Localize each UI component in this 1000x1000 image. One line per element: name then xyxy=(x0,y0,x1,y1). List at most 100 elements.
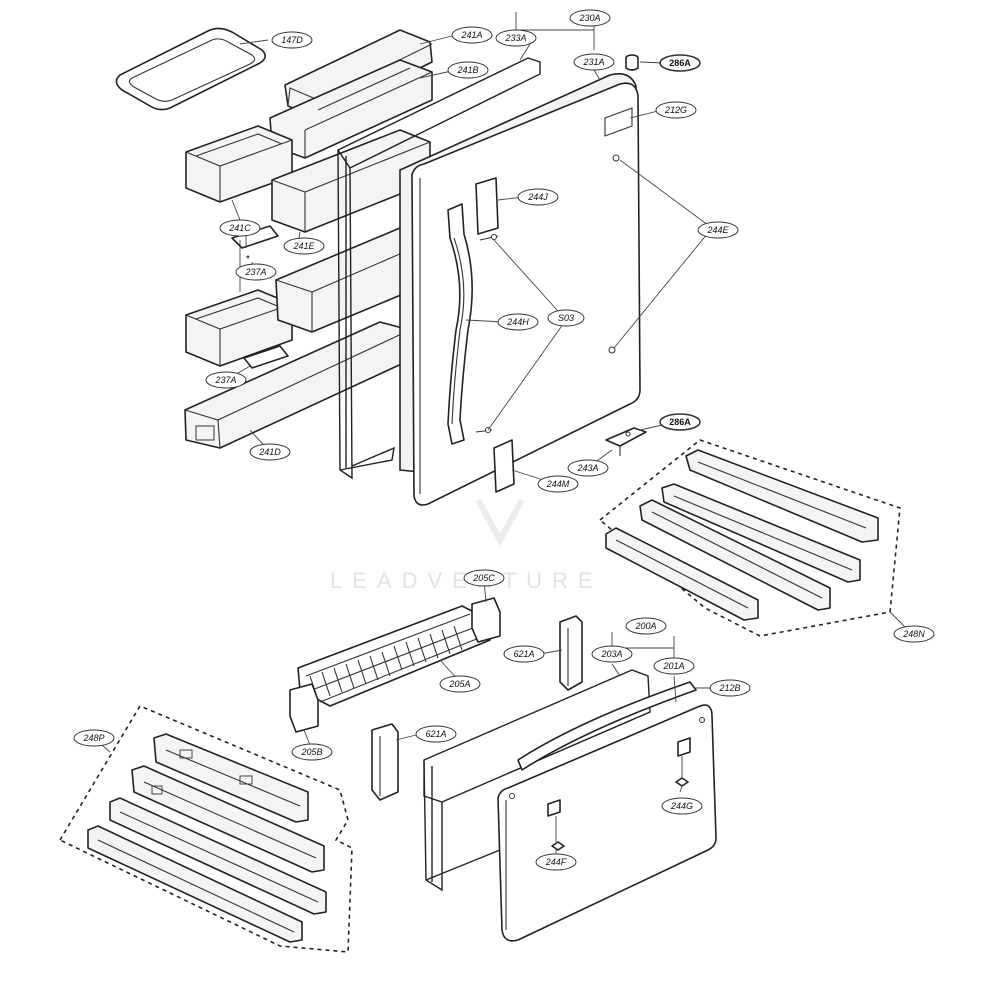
part-147D-cover xyxy=(115,27,266,111)
svg-text:241B: 241B xyxy=(456,65,478,75)
part-door-front xyxy=(411,82,641,506)
part-248P-rail-1 xyxy=(153,733,309,823)
watermark-text: LEADVENTURE xyxy=(330,568,603,593)
label-233A: 233A xyxy=(495,29,537,47)
part-621A-bracket-upper xyxy=(559,615,583,691)
svg-text:212B: 212B xyxy=(718,683,740,693)
svg-text:286A: 286A xyxy=(669,58,691,68)
label-244J: 244J xyxy=(517,188,559,206)
label-286A-mid: 286A xyxy=(659,413,701,431)
svg-text:248P: 248P xyxy=(82,733,104,743)
label-241C: 241C xyxy=(219,219,261,237)
part-244J-handle-cap xyxy=(475,177,499,235)
part-S03-screw-upper xyxy=(479,234,499,241)
part-248P-rail-3 xyxy=(109,797,327,915)
group-248P-outline xyxy=(58,704,353,953)
part-248N-rail-1 xyxy=(685,449,879,543)
leader-lines xyxy=(95,12,911,860)
watermark-logo xyxy=(475,498,525,547)
label-201A: 201A xyxy=(653,657,695,675)
label-621A-bottom: 621A xyxy=(415,725,457,743)
label-248P: 248P xyxy=(73,729,115,747)
svg-text:231A: 231A xyxy=(582,57,604,67)
label-244F: 244F xyxy=(535,853,577,871)
part-244H-handle xyxy=(447,203,473,445)
part-248P-rail-4 xyxy=(87,825,303,943)
part-205C-end-cap xyxy=(471,597,501,643)
label-203A: 203A xyxy=(591,645,633,663)
svg-text:147D: 147D xyxy=(281,35,303,45)
svg-text:S03: S03 xyxy=(558,313,574,323)
part-241C-bin-upper xyxy=(185,125,293,203)
label-212B: 212B xyxy=(709,679,751,697)
label-248N: 248N xyxy=(893,625,935,643)
label-S03: S03 xyxy=(547,309,585,327)
svg-text:*: * xyxy=(246,254,250,265)
label-147D: 147D xyxy=(271,31,313,49)
svg-text:237A: 237A xyxy=(214,375,236,385)
label-241D: 241D xyxy=(249,443,291,461)
part-621A-bracket-lower xyxy=(371,723,399,801)
label-621A-top: 621A xyxy=(503,645,545,663)
part-248N-rail-2 xyxy=(661,483,861,583)
svg-text:230A: 230A xyxy=(578,13,600,23)
svg-text:244J: 244J xyxy=(527,192,548,202)
label-244G: 244G xyxy=(661,797,703,815)
label-237A-bottom: 237A xyxy=(205,371,247,389)
label-237A-top: 237A xyxy=(235,263,277,281)
part-205A-wire-basket xyxy=(297,605,491,707)
part-241C-bin-lower xyxy=(185,289,293,367)
label-244H: 244H xyxy=(497,313,539,331)
part-203A-gasket xyxy=(423,669,651,892)
svg-text:241A: 241A xyxy=(460,30,482,40)
label-244E: 244E xyxy=(697,221,739,239)
part-243A-hinge xyxy=(605,427,647,456)
label-212G: 212G xyxy=(655,101,697,119)
label-241B: 241B xyxy=(447,61,489,79)
part-205B-end-cap xyxy=(289,683,319,733)
svg-text:243A: 243A xyxy=(576,463,598,473)
svg-text:244E: 244E xyxy=(706,225,729,235)
label-205A: 205A xyxy=(439,675,481,693)
part-248P-rail-2 xyxy=(131,765,325,873)
svg-text:212G: 212G xyxy=(664,105,687,115)
part-244G-clip xyxy=(675,777,689,787)
label-243A: 243A xyxy=(567,459,609,477)
svg-text:201A: 201A xyxy=(662,661,684,671)
part-248N-rail-3 xyxy=(639,499,831,611)
svg-text:233A: 233A xyxy=(504,33,526,43)
svg-text:203A: 203A xyxy=(600,649,622,659)
label-205C: 205C xyxy=(463,569,505,587)
svg-text:244G: 244G xyxy=(670,801,693,811)
part-248N-rail-4 xyxy=(605,527,759,621)
svg-text:241D: 241D xyxy=(258,447,281,457)
svg-text:248N: 248N xyxy=(902,629,925,639)
part-244M-handle-cap xyxy=(493,439,515,493)
label-205B: 205B xyxy=(291,743,333,761)
label-241A: 241A xyxy=(451,26,493,44)
label-231A: 231A xyxy=(573,53,615,71)
part-201A-drawer-front xyxy=(497,704,717,942)
part-286A-bushing xyxy=(625,54,639,71)
svg-text:241E: 241E xyxy=(292,241,315,251)
svg-text:205C: 205C xyxy=(472,573,495,583)
label-286A-top: 286A xyxy=(659,54,701,72)
label-230A: 230A xyxy=(569,9,611,27)
svg-text:244F: 244F xyxy=(545,857,567,867)
svg-text:286A: 286A xyxy=(669,417,691,427)
part-212B-handle xyxy=(517,681,697,771)
label-244M: 244M xyxy=(537,475,579,493)
svg-text:205B: 205B xyxy=(300,747,322,757)
svg-text:621A: 621A xyxy=(425,729,446,739)
svg-text:205A: 205A xyxy=(448,679,470,689)
part-233A-gasket xyxy=(336,57,541,480)
svg-text:237A: 237A xyxy=(244,267,266,277)
svg-text:621A: 621A xyxy=(513,649,534,659)
label-200A: 200A xyxy=(625,617,667,635)
svg-text:244M: 244M xyxy=(546,479,570,489)
svg-text:241C: 241C xyxy=(228,223,251,233)
svg-text:200A: 200A xyxy=(634,621,656,631)
label-241E: 241E xyxy=(283,237,325,255)
svg-text:244H: 244H xyxy=(506,317,529,327)
